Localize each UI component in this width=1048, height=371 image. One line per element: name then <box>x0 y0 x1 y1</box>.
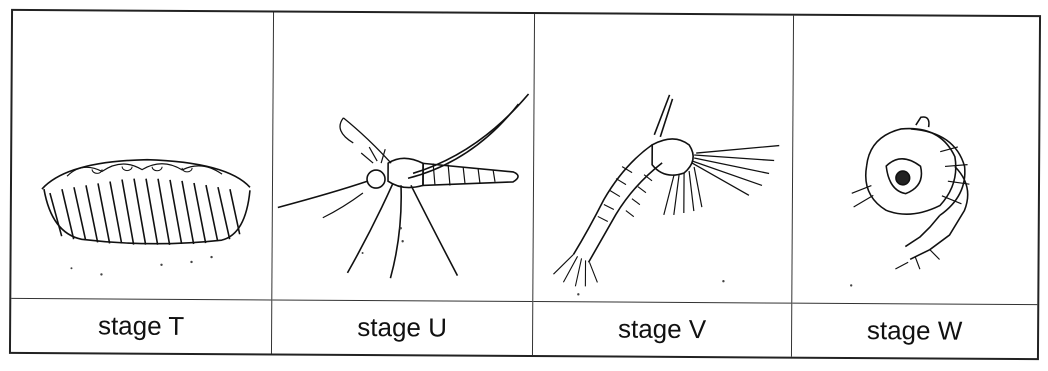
adult-mosquito-icon <box>272 12 534 301</box>
stage-cell-t: stage T <box>11 11 274 354</box>
stage-label-u: stage U <box>272 299 532 355</box>
stage-cell-v: stage V <box>533 14 794 357</box>
stage-label-v: stage V <box>533 301 791 357</box>
stage-cell-u: stage U <box>272 12 535 355</box>
pupa-icon <box>792 16 1039 304</box>
life-cycle-table: stage T <box>9 9 1041 360</box>
stage-label-t: stage T <box>11 298 271 354</box>
stage-cell-w: stage W <box>792 16 1039 358</box>
larva-icon <box>533 14 793 303</box>
egg-raft-icon <box>11 11 273 300</box>
stage-label-w: stage W <box>792 303 1037 358</box>
